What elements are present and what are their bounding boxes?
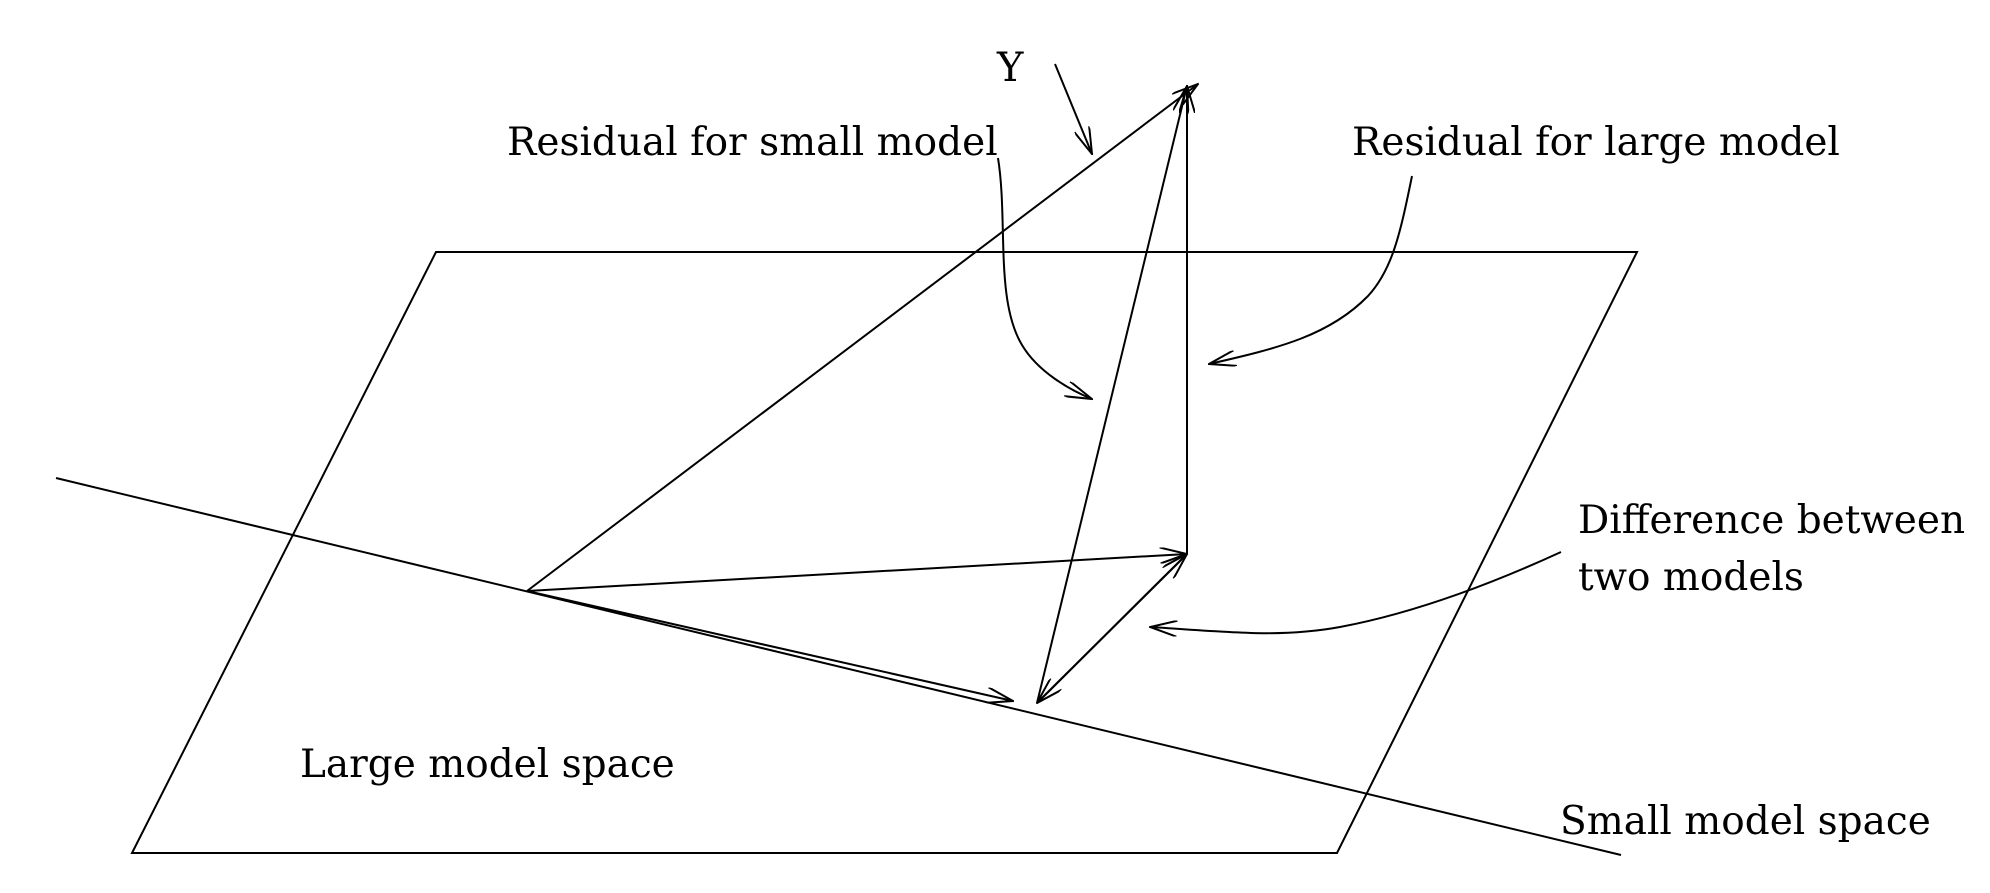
residual-small-label: Residual for small model xyxy=(507,120,998,165)
small-residual-vector xyxy=(1036,86,1187,704)
y-pointer-arrow xyxy=(1054,63,1092,154)
difference-label-line2: two models xyxy=(1578,555,1804,600)
large-residual-pointer-arrow xyxy=(1209,175,1413,364)
y-vector xyxy=(526,84,1198,592)
small-fit-vector xyxy=(526,590,1013,701)
large-model-plane xyxy=(130,251,1639,854)
large-fit-vector xyxy=(526,554,1187,592)
difference-vector-reverse xyxy=(1036,554,1187,704)
large-model-space-label: Large model space xyxy=(300,742,675,787)
difference-label-line1: Difference between xyxy=(1578,498,1965,543)
small-model-space-label: Small model space xyxy=(1560,799,1931,844)
difference-pointer-arrow xyxy=(1150,551,1562,633)
residual-large-label: Residual for large model xyxy=(1352,120,1840,165)
y-label: Y xyxy=(996,45,1024,91)
small-model-line xyxy=(55,477,1622,856)
small-residual-pointer-arrow xyxy=(997,157,1092,399)
